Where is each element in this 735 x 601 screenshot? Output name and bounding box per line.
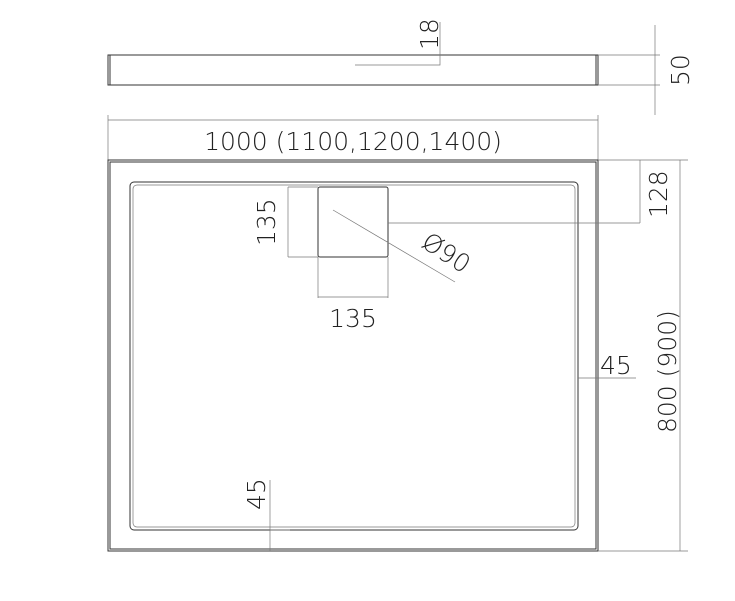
tray-side-profile — [107, 54, 599, 86]
drain-offset-label: 128 — [644, 170, 673, 218]
side-view: 18 50 — [107, 18, 695, 115]
drain-height-label: 135 — [252, 198, 281, 246]
rim-bottom-label: 45 — [242, 478, 271, 510]
drain-diameter-label: Ø90 — [417, 227, 476, 279]
length-label: 800 (900) — [653, 310, 682, 433]
inner-rim — [129, 181, 579, 531]
depth-label: 18 — [415, 18, 444, 50]
width-label: 1000 (1100,1200,1400) — [204, 127, 502, 156]
depth-leader — [355, 22, 441, 66]
rim-right-label: 45 — [600, 351, 632, 380]
drain-width-label: 135 — [329, 304, 377, 333]
height-label: 50 — [666, 54, 695, 86]
drain — [317, 186, 389, 258]
diameter-leader — [332, 209, 456, 283]
tray-outline — [107, 159, 599, 552]
top-view: 1000 (1100,1200,1400) 135 135 Ø90 128 80… — [107, 115, 688, 552]
